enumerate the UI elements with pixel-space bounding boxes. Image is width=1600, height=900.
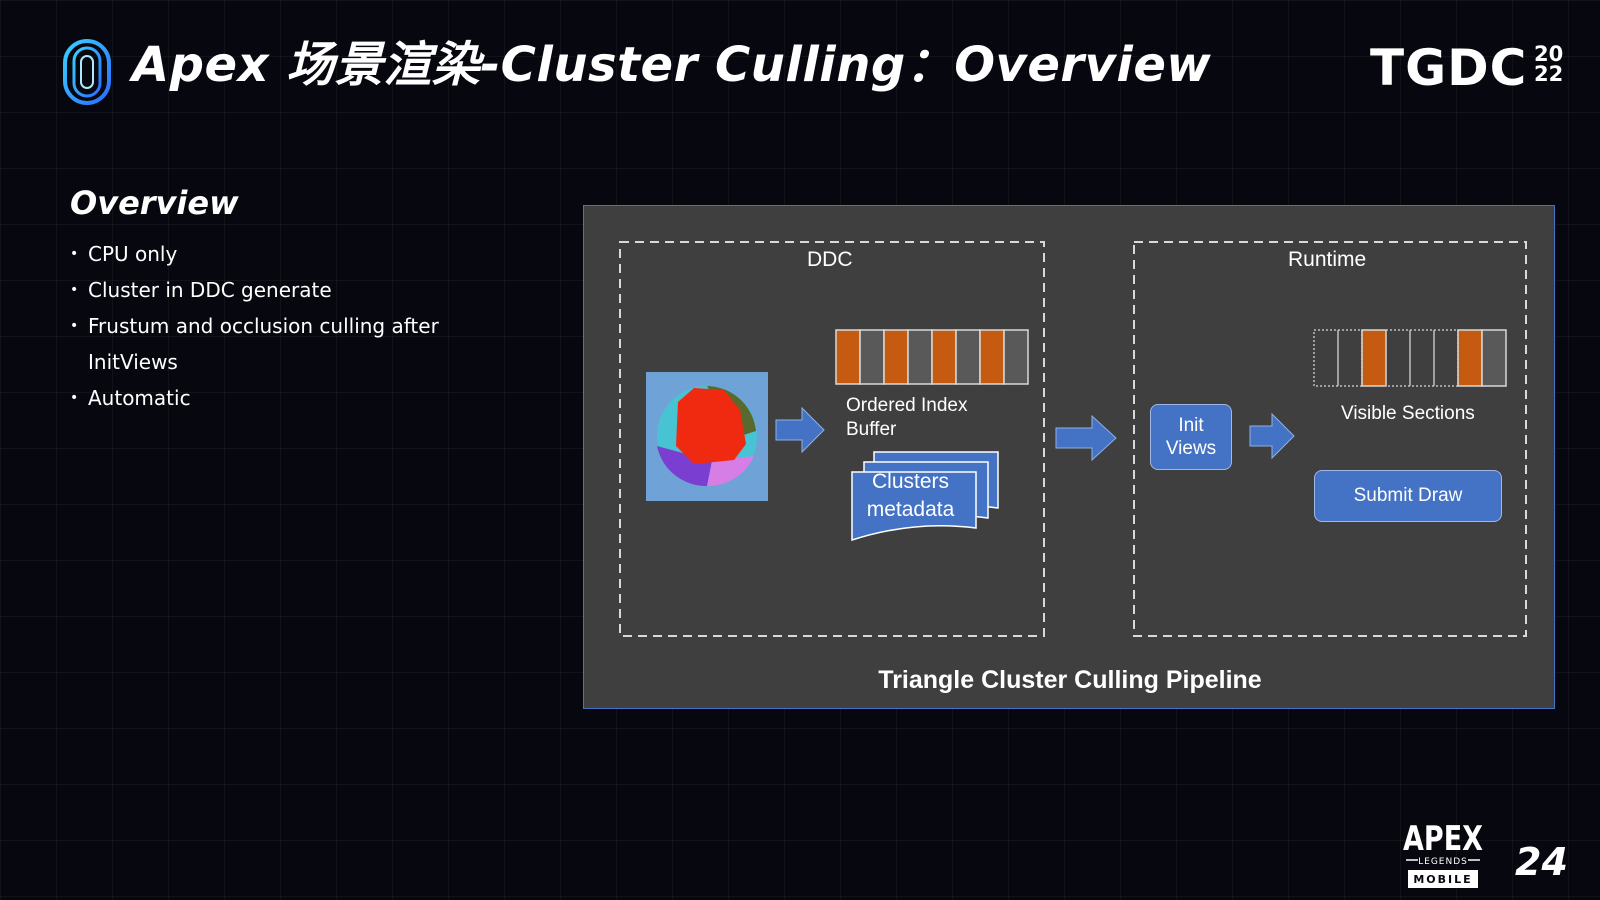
clusters-metadata-label: Clusters metadata	[866, 470, 955, 521]
ddc-region	[619, 241, 1045, 637]
page-title: Apex 场景渲染-Cluster Culling：Overview	[132, 37, 1212, 93]
bullet-item: Cluster in DDC generate	[70, 272, 510, 308]
logo-apex-text: APEX	[1403, 819, 1483, 859]
ordered-index-buffer	[835, 329, 1029, 385]
bullet-item: Frustum and occlusion culling after Init…	[70, 308, 510, 380]
sphere-clusters-icon	[646, 372, 768, 501]
pipeline-diagram: DDC Runtime Ordered Index Buffer Cluster…	[583, 205, 1555, 709]
logo-mobile-text: MOBILE	[1413, 873, 1472, 886]
pipeline-diagram-graphics	[619, 241, 1527, 637]
logo-legends-text: LEGENDS	[1418, 857, 1468, 867]
bullet-list: CPU only Cluster in DDC generate Frustum…	[70, 236, 510, 416]
ddc-label: DDC	[807, 248, 853, 271]
overview-heading: Overview	[70, 184, 239, 222]
submit-draw-box: Submit Draw	[1314, 470, 1502, 522]
bullet-item: CPU only	[70, 236, 510, 272]
brand-year-bottom: 22	[1534, 62, 1564, 86]
tgdc-logo: TGDC 20 22	[1370, 38, 1565, 98]
apex-legends-mobile-logo: APEX LEGENDS MOBILE	[1403, 819, 1483, 888]
logo-ring-icon	[63, 39, 111, 105]
diagram-caption: Triangle Cluster Culling Pipeline	[878, 666, 1262, 694]
runtime-region	[1133, 241, 1527, 637]
brand-year-top: 20	[1534, 42, 1564, 66]
arrow-right-icon	[1055, 414, 1117, 462]
clusters-metadata-shape	[851, 451, 999, 542]
ordered-index-buffer-label: Ordered Index Buffer	[846, 395, 968, 440]
page-number: 24	[1515, 840, 1568, 884]
arrow-right-icon	[1249, 412, 1295, 460]
runtime-label: Runtime	[1288, 248, 1367, 271]
visible-sections-buffer	[1313, 329, 1507, 387]
arrow-right-icon	[775, 406, 825, 454]
brand-year: 20 22	[1534, 42, 1564, 86]
brand-text: TGDC	[1370, 39, 1528, 97]
bullet-item: Automatic	[70, 380, 510, 416]
visible-sections-label: Visible Sections	[1341, 403, 1475, 424]
init-views-box: Init Views	[1150, 404, 1232, 470]
